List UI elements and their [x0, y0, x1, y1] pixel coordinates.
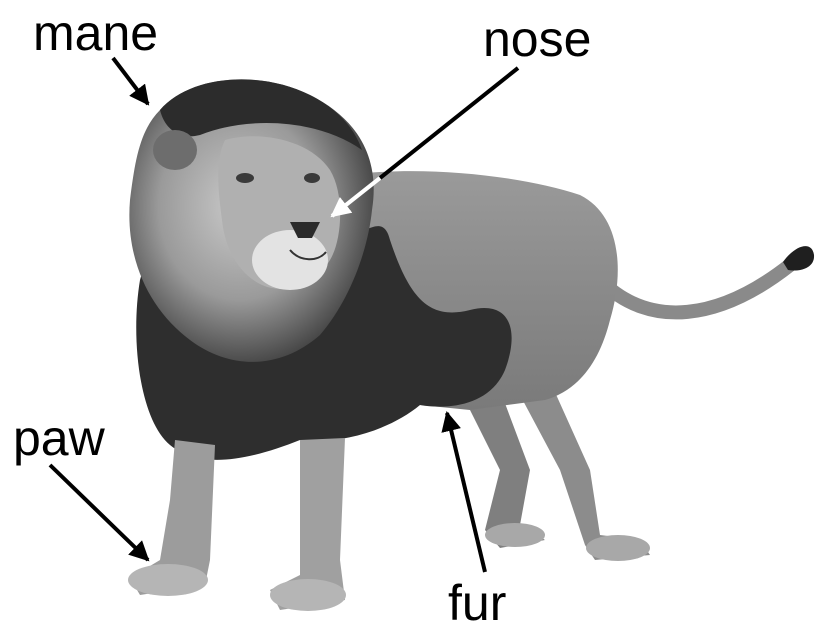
lion-paw-right: [270, 579, 346, 611]
nose-label: nose: [483, 14, 591, 64]
paw-label: paw: [13, 413, 105, 463]
mane-label: mane: [33, 8, 158, 58]
lion-paw-left: [128, 564, 208, 596]
lion-eye-left: [236, 173, 254, 183]
lion-eye-right: [304, 173, 320, 183]
paw-arrow: [50, 465, 148, 560]
lion-ear: [153, 130, 197, 170]
fur-arrow: [447, 413, 485, 572]
lion-paw-back-right: [586, 535, 650, 561]
lion-tail: [600, 265, 790, 312]
fur-label: fur: [448, 578, 506, 628]
lion-tail-tuft: [783, 246, 814, 270]
mane-arrow: [113, 58, 148, 104]
nose-arrow-dark: [380, 68, 518, 178]
lion-paw-back-left: [485, 523, 545, 547]
lion-muzzle: [252, 230, 328, 290]
